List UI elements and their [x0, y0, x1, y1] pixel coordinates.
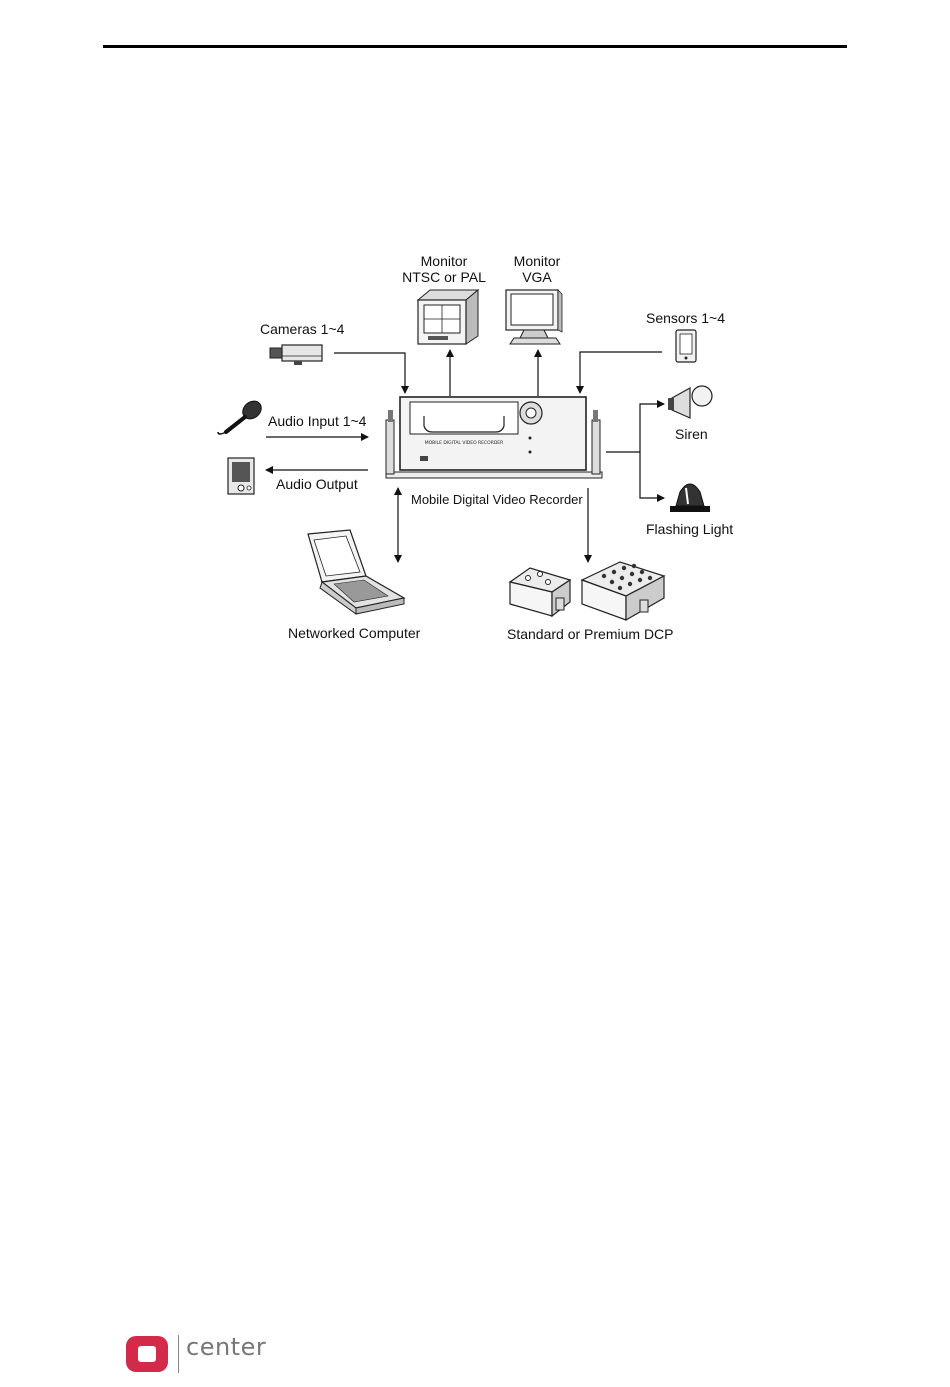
- recorder-device: [386, 397, 602, 478]
- logo-divider: [178, 1335, 179, 1373]
- networked-computer-label: Networked Computer: [288, 625, 420, 641]
- monitor-ntsc-label-line1: Monitor: [402, 253, 486, 269]
- flashing-light-label: Flashing Light: [646, 521, 733, 537]
- monitor-vga-label: Monitor VGA: [514, 253, 561, 285]
- recorder-panel-text: MOBILE DIGITAL VIDEO RECORDER: [425, 440, 504, 446]
- audio-output-label: Audio Output: [276, 476, 358, 492]
- monitor-ntsc-icon: [418, 290, 478, 344]
- siren-label: Siren: [675, 426, 708, 442]
- monitor-ntsc-label: Monitor NTSC or PAL: [402, 253, 486, 285]
- flashing-light-icon: [670, 484, 710, 512]
- siren-icon: [668, 386, 712, 418]
- footer-logo: center: [126, 1333, 286, 1375]
- logo-text: center: [186, 1333, 266, 1361]
- dcp-label: Standard or Premium DCP: [507, 626, 674, 642]
- monitor-vga-icon: [506, 290, 562, 344]
- dcp-premium-icon: [582, 562, 664, 620]
- cameras-label: Cameras 1~4: [260, 321, 344, 337]
- monitor-vga-label-line1: Monitor: [514, 253, 561, 269]
- audio-input-label: Audio Input 1~4: [268, 413, 366, 429]
- monitor-ntsc-label-line2: NTSC or PAL: [402, 269, 486, 285]
- recorder-label: Mobile Digital Video Recorder: [411, 492, 583, 508]
- laptop-icon: [308, 530, 404, 614]
- sensors-label: Sensors 1~4: [646, 310, 725, 326]
- speaker-icon: [228, 458, 254, 494]
- monitor-vga-label-line2: VGA: [514, 269, 561, 285]
- logo-mark-icon: [126, 1336, 168, 1372]
- camera-icon: [270, 345, 322, 365]
- dcp-standard-icon: [510, 568, 570, 616]
- sensor-icon: [676, 330, 696, 362]
- microphone-icon: [218, 397, 265, 434]
